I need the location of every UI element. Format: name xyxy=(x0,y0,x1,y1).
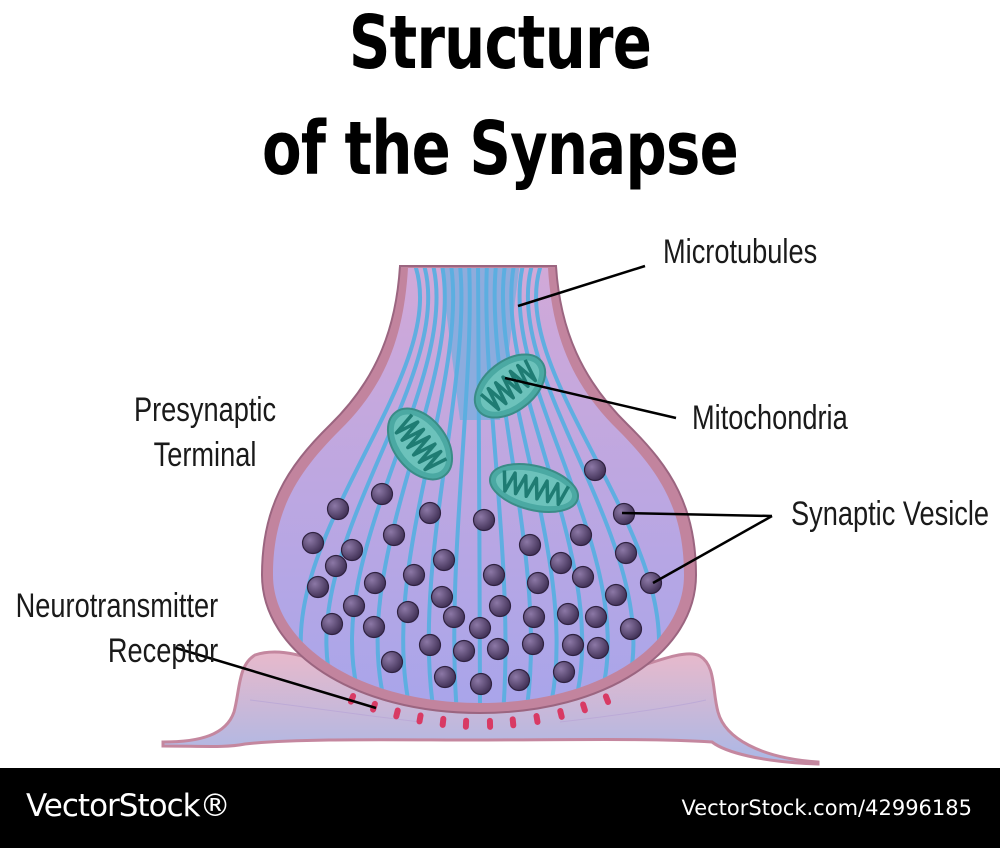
microtubule xyxy=(324,268,431,703)
synaptic-vesicle xyxy=(569,523,593,547)
label-mitochondria: Mitochondria xyxy=(692,399,848,437)
label-synaptic-vesicle: Synaptic Vesicle xyxy=(791,495,990,533)
synaptic-vesicle xyxy=(469,672,493,696)
synaptic-vesicle xyxy=(418,501,442,525)
microtubule xyxy=(349,268,439,703)
synaptic-vesicle xyxy=(549,551,573,575)
label-presynaptic-line-1: Presynaptic xyxy=(133,391,277,429)
microtubule xyxy=(375,268,447,703)
receptor xyxy=(557,707,565,720)
mitochondria-group xyxy=(386,353,579,513)
brand-logo: VectorStock® xyxy=(26,788,231,824)
receptor xyxy=(486,717,494,730)
receptor xyxy=(416,712,424,725)
synaptic-vesicle xyxy=(442,605,466,629)
synaptic-vesicle xyxy=(301,531,325,555)
synaptic-vesicle xyxy=(486,637,510,661)
synaptic-vesicle xyxy=(584,605,608,629)
synaptic-vesicle xyxy=(362,615,386,639)
synaptic-vesicle xyxy=(380,650,404,674)
leader-line-vesicle-1 xyxy=(621,511,773,518)
synaptic-vesicle xyxy=(430,585,454,609)
synaptic-vesicle xyxy=(614,541,638,565)
synaptic-vesicle xyxy=(619,617,643,641)
synaptic-vesicle xyxy=(306,575,330,599)
synaptic-vesicle xyxy=(522,605,546,629)
synaptic-vesicle xyxy=(363,571,387,595)
mitochondrion xyxy=(386,407,454,481)
leader-line-mitochondria xyxy=(504,376,677,420)
synaptic-vesicle xyxy=(326,497,350,521)
label-neurotransmitter-receptor: Neurotransmitter Receptor xyxy=(15,584,218,674)
synaptic-vesicle xyxy=(320,612,344,636)
receptor xyxy=(509,716,517,729)
label-microtubules: Microtubules xyxy=(663,233,818,271)
synaptic-vesicle xyxy=(433,665,457,689)
synaptic-vesicle xyxy=(472,508,496,532)
synaptic-vesicle xyxy=(432,548,456,572)
leader-line-microtubules xyxy=(517,264,646,308)
leader-lines xyxy=(175,264,773,710)
synaptic-vesicle xyxy=(639,571,663,595)
presynaptic-terminal xyxy=(260,265,698,715)
neurotransmitter-receptor-group xyxy=(347,693,612,730)
synaptic-vesicle xyxy=(382,523,406,547)
synaptic-vesicle xyxy=(396,600,420,624)
synaptic-vesicle xyxy=(561,633,585,657)
synaptic-vesicle xyxy=(586,636,610,660)
receptor xyxy=(439,715,447,728)
footer-bar: VectorStock® VectorStock.com/42996185 xyxy=(0,768,1000,848)
synaptic-vesicle xyxy=(324,554,348,578)
synaptic-vesicle xyxy=(583,458,607,482)
label-receptor-line-2: Receptor xyxy=(107,631,218,670)
synaptic-vesicle xyxy=(482,563,506,587)
receptor xyxy=(462,717,470,730)
synaptic-vesicle xyxy=(518,533,542,557)
synaptic-vesicle xyxy=(552,660,576,684)
synaptic-vesicle xyxy=(571,565,595,589)
title-line-2: of the Synapse xyxy=(262,106,739,192)
receptor xyxy=(393,707,401,720)
receptor xyxy=(580,701,588,714)
synaptic-vesicle xyxy=(452,639,476,663)
synaptic-vesicle xyxy=(521,632,545,656)
label-presynaptic-terminal: Presynaptic Terminal xyxy=(129,388,281,478)
synapse-diagram xyxy=(161,264,820,766)
synaptic-vesicle xyxy=(402,563,426,587)
leader-line-receptor xyxy=(175,646,377,710)
stock-id: VectorStock.com/42996185 xyxy=(681,796,972,820)
receptor xyxy=(602,693,612,705)
synaptic-vesicle-group xyxy=(301,458,663,696)
synaptic-vesicle xyxy=(342,594,366,618)
synaptic-vesicle xyxy=(418,633,442,657)
synaptic-vesicle xyxy=(556,602,580,626)
leader-line-vesicle-2 xyxy=(652,514,773,585)
receptor xyxy=(533,713,541,725)
mitochondrion xyxy=(489,463,579,513)
label-receptor-line-1: Neurotransmitter xyxy=(15,587,218,625)
synaptic-vesicle xyxy=(526,571,550,595)
title-line-1: Structure xyxy=(348,0,652,86)
synaptic-vesicle xyxy=(340,538,364,562)
synaptic-vesicle xyxy=(370,482,394,506)
synaptic-vesicle xyxy=(468,616,492,640)
mitochondrion xyxy=(473,353,547,419)
synaptic-vesicle xyxy=(488,594,512,618)
synaptic-vesicle xyxy=(604,583,628,607)
synaptic-vesicle xyxy=(507,668,531,692)
label-presynaptic-line-2: Terminal xyxy=(153,435,257,474)
